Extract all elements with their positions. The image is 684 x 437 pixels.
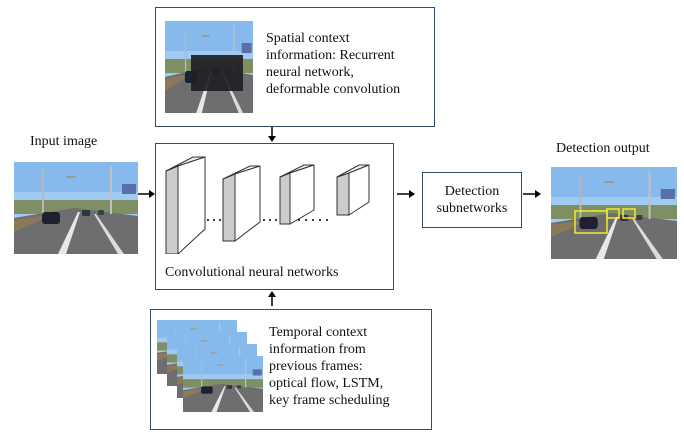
input-image-label: Input image: [30, 134, 98, 149]
temporal-context-box: Temporal context information from previo…: [150, 309, 432, 430]
detection-box-car: [574, 210, 608, 234]
arrow-input-to-cnn: [138, 190, 155, 198]
cnn-box: Convolutional neural networks: [155, 143, 394, 290]
cnn-layers: [165, 156, 370, 254]
spatial-context-text: Spatial context information: Recurrent n…: [266, 31, 401, 97]
input-image: [14, 162, 138, 254]
detection-subnetworks-box: Detection subnetworks: [422, 172, 522, 228]
arrow-temporal-to-cnn: [268, 291, 276, 306]
detection-box-far: [622, 208, 636, 219]
detection-output-image: [551, 167, 677, 259]
spatial-context-image: [165, 21, 253, 113]
detection-box-mid: [606, 208, 620, 219]
detection-output-label: Detection output: [556, 141, 650, 156]
cnn-label: Convolutional neural networks: [165, 265, 339, 280]
arrow-spatial-to-cnn: [268, 127, 276, 142]
arrow-detection-to-output: [523, 190, 541, 198]
temporal-frames: [157, 320, 267, 418]
arrow-cnn-to-detection: [397, 190, 415, 198]
temporal-context-text: Temporal context information from previo…: [269, 325, 390, 408]
spatial-context-box: Spatial context information: Recurrent n…: [155, 7, 435, 127]
detection-subnetworks-text: Detection subnetworks: [436, 184, 508, 216]
